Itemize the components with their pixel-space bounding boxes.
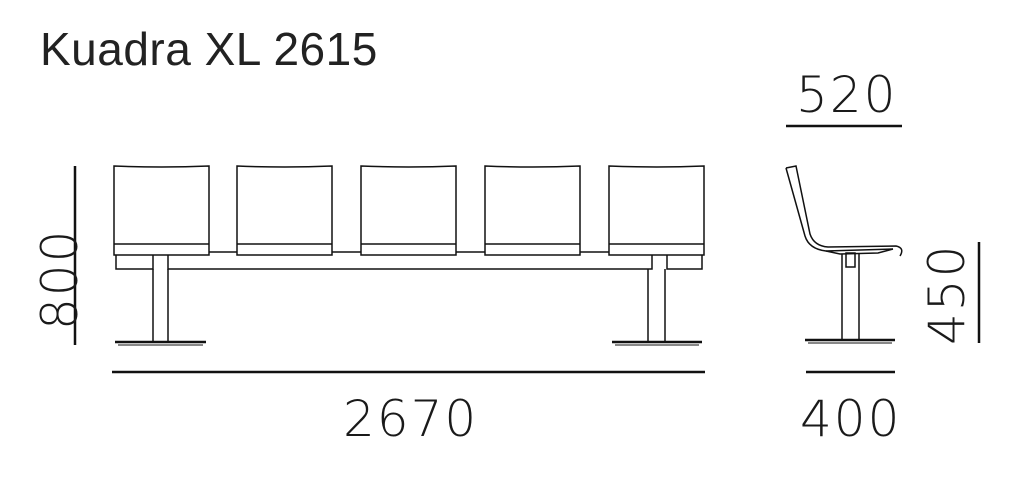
depth-dimension-label: 520: [796, 66, 898, 124]
seat-2: [236, 165, 333, 256]
height-dimension-label: 800: [31, 228, 89, 330]
seat-3: [360, 165, 457, 256]
support-beam: [115, 255, 703, 270]
side-view-chair: [785, 165, 903, 344]
seat-height-dimension-label: 450: [918, 243, 976, 345]
base-depth-dimension-label: 400: [800, 390, 902, 448]
leg-right: [612, 269, 702, 346]
seat-4: [484, 165, 581, 256]
product-title: Kuadra XL 2615: [40, 23, 378, 75]
width-dimension-label: 2670: [343, 390, 479, 448]
leg-left: [115, 269, 206, 346]
seat-1: [113, 165, 210, 256]
seat-5: [608, 165, 705, 256]
